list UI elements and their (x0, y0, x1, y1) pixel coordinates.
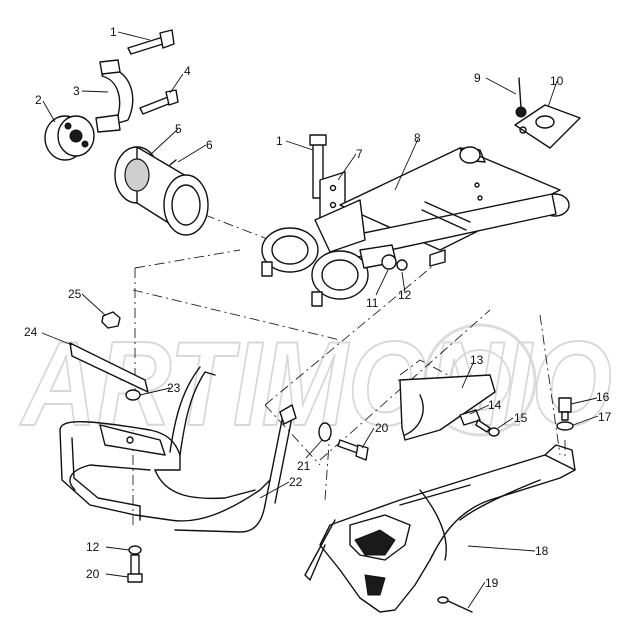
callout-25: 25 (68, 287, 82, 301)
bolt-part-15 (475, 419, 500, 437)
cable-tie-part-19 (437, 596, 473, 613)
callout-5: 5 (175, 122, 182, 136)
washer-part-11 (381, 254, 397, 270)
callout-24: 24 (24, 325, 38, 339)
callout-labels: 1 2 3 4 5 6 1 7 8 9 10 11 12 13 14 15 16… (24, 25, 612, 590)
callout-10: 10 (550, 74, 564, 88)
pin-part-6 (169, 159, 177, 166)
callout-19: 19 (485, 576, 499, 590)
bolt-part-4 (139, 89, 179, 115)
frame-clamps (261, 227, 397, 307)
callout-9: 9 (474, 71, 481, 85)
callout-1-middle: 1 (276, 134, 283, 148)
frame-part-8 (314, 146, 570, 267)
callout-21: 21 (297, 459, 311, 473)
drum-part-5 (114, 146, 209, 236)
chain-guard-part-18 (304, 444, 576, 613)
nut-part-12-bottom (128, 545, 142, 555)
callout-15: 15 (514, 411, 528, 425)
assembly-dashed-lines (132, 214, 566, 525)
clamp-strap-part-3 (95, 59, 134, 133)
callout-7: 7 (356, 147, 363, 161)
callout-22: 22 (289, 475, 303, 489)
nut-part-12-top (396, 259, 408, 271)
callout-3: 3 (73, 84, 80, 98)
callout-17: 17 (598, 410, 612, 424)
leader-lines (41, 31, 599, 609)
bolt-part-20-right (337, 439, 369, 461)
washer-part-17 (556, 421, 574, 431)
bolt-part-1-top (127, 29, 175, 55)
washer-part-23 (125, 389, 141, 401)
callout-8: 8 (414, 131, 421, 145)
washer-part-21 (318, 422, 332, 442)
bracket-part-13 (399, 374, 496, 441)
callout-13: 13 (470, 353, 484, 367)
callout-12-top: 12 (398, 288, 412, 302)
callout-2: 2 (35, 93, 42, 107)
callout-14: 14 (488, 398, 502, 412)
spacer-part-14 (459, 409, 481, 426)
strip-part-24 (69, 342, 149, 393)
callout-4: 4 (184, 64, 191, 78)
callout-11: 11 (366, 296, 379, 310)
callout-18: 18 (535, 544, 549, 558)
plate-part-10 (514, 104, 581, 149)
callout-23: 23 (167, 381, 181, 395)
callout-16: 16 (596, 390, 610, 404)
callout-1-top: 1 (110, 25, 117, 39)
bumper-part-22 (59, 366, 297, 533)
bolt-part-16 (558, 397, 572, 421)
roller-part-2 (44, 115, 95, 161)
bolt-part-20-bottom (127, 554, 143, 583)
pin-part-9 (515, 77, 527, 118)
callout-6: 6 (206, 138, 213, 152)
callout-12-bottom: 12 (86, 540, 100, 554)
callout-20-bottom: 20 (86, 567, 100, 581)
callout-20-right: 20 (375, 421, 389, 435)
nut-part-25 (101, 311, 121, 329)
